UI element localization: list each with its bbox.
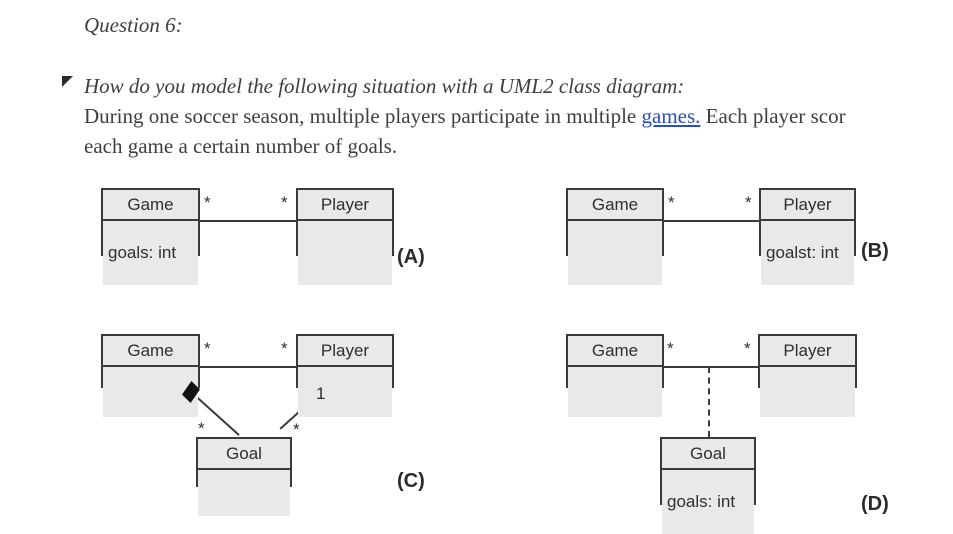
association-line-c xyxy=(200,366,296,368)
class-attributes-game-c xyxy=(103,367,198,417)
option-label-c: (C) xyxy=(397,470,425,492)
multiplicity-game-a: * xyxy=(204,193,211,212)
option-label-b: (B) xyxy=(861,240,889,262)
class-name-player-d: Player xyxy=(760,336,855,367)
association-line-d xyxy=(663,366,759,368)
class-box-goal-d[interactable]: Goal goals: int xyxy=(660,437,756,534)
class-name-player-a: Player xyxy=(298,190,392,221)
association-class-dashed-link-d xyxy=(708,367,710,437)
class-name-game-c: Game xyxy=(103,336,198,367)
multiplicity-player-c: * xyxy=(281,339,288,358)
class-attributes-game-a: goals: int xyxy=(103,221,198,285)
multiplicity-game-c: * xyxy=(204,339,211,358)
multiplicity-player-b: * xyxy=(745,193,752,212)
class-box-game-c[interactable]: Game xyxy=(101,334,200,417)
class-attributes-goal-c xyxy=(198,470,290,516)
class-attributes-player-b: goalst: int xyxy=(761,221,854,285)
option-label-d: (D) xyxy=(861,493,889,515)
class-box-game-b[interactable]: Game xyxy=(566,188,664,285)
class-name-game-b: Game xyxy=(568,190,662,221)
question-prompt: How do you model the following situation… xyxy=(84,74,685,98)
class-box-player-c[interactable]: Player xyxy=(296,334,394,417)
multiplicity-player-goal-one-c: 1 xyxy=(316,384,326,403)
class-box-player-a[interactable]: Player xyxy=(296,188,394,285)
class-attributes-game-d xyxy=(568,367,662,417)
class-box-goal-c[interactable]: Goal xyxy=(196,437,292,516)
option-label-a: (A) xyxy=(397,246,425,268)
multiplicity-game-d: * xyxy=(667,339,674,358)
page-title: Question 6: xyxy=(84,13,183,37)
association-line-b xyxy=(664,220,759,222)
triangle-bullet-icon xyxy=(62,76,73,87)
games-link[interactable]: games. xyxy=(641,104,701,128)
body-text-after-link: Each player scor xyxy=(700,104,846,128)
multiplicity-player-a: * xyxy=(281,193,288,212)
question-body: How do you model the following situation… xyxy=(84,71,953,161)
class-name-game-d: Game xyxy=(568,336,662,367)
class-box-game-d[interactable]: Game xyxy=(566,334,664,417)
question-body-line-1: During one soccer season, multiple playe… xyxy=(84,101,953,131)
body-text-before-link: During one soccer season, multiple playe… xyxy=(84,104,642,128)
multiplicity-player-d: * xyxy=(744,339,751,358)
class-box-player-d[interactable]: Player xyxy=(758,334,857,417)
class-attributes-game-b xyxy=(568,221,662,285)
class-name-player-c: Player xyxy=(298,336,392,367)
multiplicity-goal-from-player-c: * xyxy=(293,420,300,439)
class-attributes-player-c xyxy=(298,367,392,417)
class-name-goal-d: Goal xyxy=(662,439,754,470)
multiplicity-game-b: * xyxy=(668,193,675,212)
class-attributes-player-d xyxy=(760,367,855,417)
class-box-game-a[interactable]: Game goals: int xyxy=(101,188,200,285)
association-line-a xyxy=(200,220,296,222)
class-name-player-b: Player xyxy=(761,190,854,221)
class-name-game-a: Game xyxy=(103,190,198,221)
question-body-line-2: each game a certain number of goals. xyxy=(84,134,398,158)
multiplicity-goal-from-game-c: * xyxy=(198,419,205,438)
class-box-player-b[interactable]: Player goalst: int xyxy=(759,188,856,285)
class-attributes-player-a xyxy=(298,221,392,285)
class-attributes-goal-d: goals: int xyxy=(662,470,754,534)
class-name-goal-c: Goal xyxy=(198,439,290,470)
